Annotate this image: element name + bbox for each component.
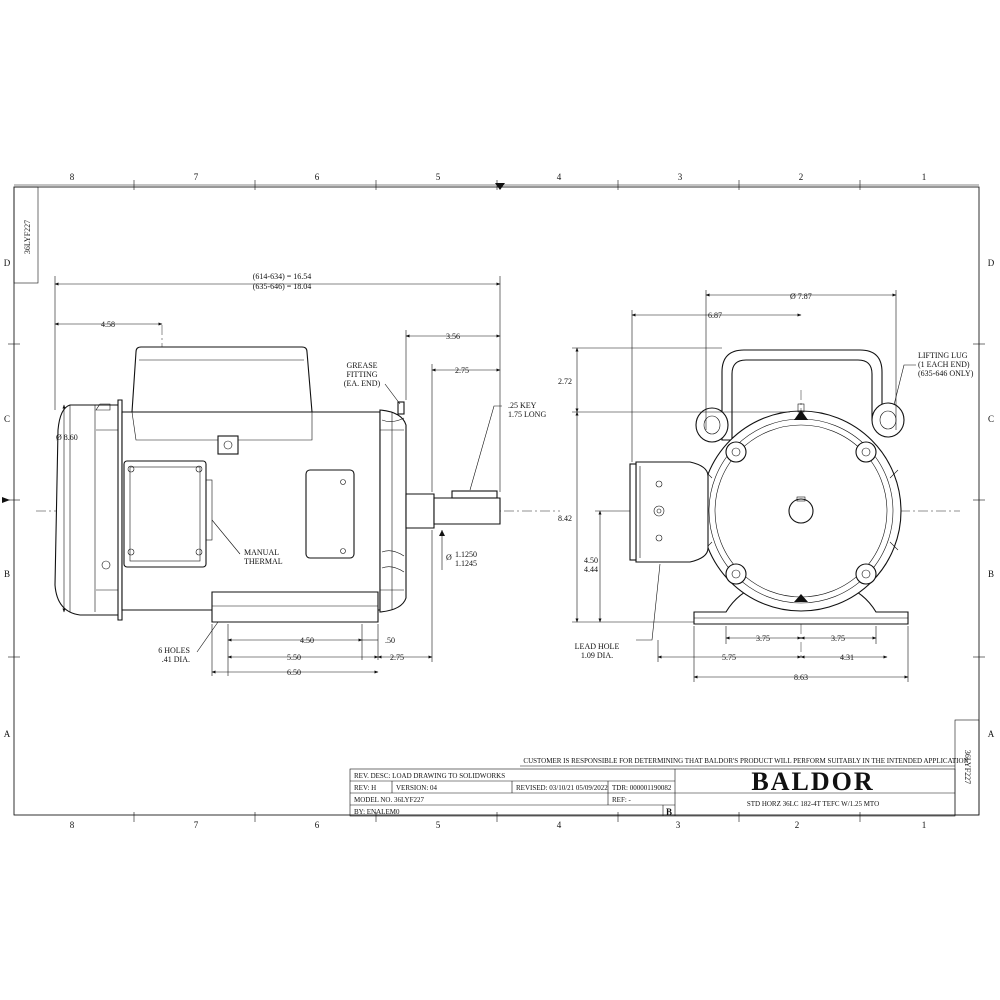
side-view-dimensions: (614-634) = 16.54 (635-646) = 18.04 4.58… bbox=[54, 272, 502, 677]
dim-2-75-top: 2.75 bbox=[455, 366, 469, 375]
label-manual-1: MANUAL bbox=[244, 548, 279, 557]
disclaimer: CUSTOMER IS RESPONSIBLE FOR DETERMINING … bbox=[523, 757, 968, 765]
label-lug-2: (1 EACH END) bbox=[918, 360, 970, 369]
col-label: 6 bbox=[315, 820, 320, 830]
label-key-1: .25 KEY bbox=[508, 401, 537, 410]
label-holes-2: .41 DIA. bbox=[162, 655, 190, 664]
label-manual-2: THERMAL bbox=[244, 557, 283, 566]
row-label: B bbox=[4, 569, 10, 579]
col-label: 4 bbox=[557, 820, 562, 830]
dim-6-50: 6.50 bbox=[287, 668, 301, 677]
col-label: 7 bbox=[194, 172, 199, 182]
ref: REF: - bbox=[612, 796, 632, 804]
dim-4-50: 4.50 bbox=[300, 636, 314, 645]
dim-2-72: 2.72 bbox=[558, 377, 572, 386]
dim-5-50: 5.50 bbox=[287, 653, 301, 662]
dim-0-50: .50 bbox=[385, 636, 395, 645]
row-labels: D C B A D C B A bbox=[4, 258, 995, 739]
label-grease-2: FITTING bbox=[346, 370, 377, 379]
row-label: D bbox=[988, 258, 995, 268]
dim-4-58: 4.58 bbox=[101, 320, 115, 329]
row-label: C bbox=[988, 414, 994, 424]
dim-shaft-1: 1.1250 bbox=[455, 550, 477, 559]
col-label: 5 bbox=[436, 820, 441, 830]
col-label: 3 bbox=[676, 820, 681, 830]
col-label: 1 bbox=[922, 820, 927, 830]
row-label: C bbox=[4, 414, 10, 424]
row-label: A bbox=[4, 729, 11, 739]
col-label: 2 bbox=[799, 172, 804, 182]
dim-overall-2: (635-646) = 18.04 bbox=[253, 282, 312, 291]
title-block: CUSTOMER IS RESPONSIBLE FOR DETERMINING … bbox=[349, 757, 969, 817]
tdr: TDR: 000001190082 bbox=[612, 784, 672, 792]
label-lead-2: 1.09 DIA. bbox=[581, 651, 613, 660]
side-label-bottom-right: 36LYF227 bbox=[954, 719, 980, 816]
column-labels-top: 8 7 6 5 4 3 2 1 bbox=[70, 172, 927, 182]
dim-shaft-symbol: Ø bbox=[446, 553, 452, 562]
dim-dia-7-87: Ø 7.87 bbox=[790, 292, 812, 301]
svg-text:36LYF227: 36LYF227 bbox=[23, 220, 32, 254]
sheet-border bbox=[2, 180, 985, 822]
sheet-size: B bbox=[666, 807, 672, 817]
label-key-2: 1.75 LONG bbox=[508, 410, 546, 419]
row-label: A bbox=[988, 729, 995, 739]
dim-4-31: 4.31 bbox=[840, 653, 854, 662]
motor-side-view bbox=[36, 325, 560, 623]
col-label: 5 bbox=[436, 172, 441, 182]
label-grease-3: (EA. END) bbox=[344, 379, 381, 388]
svg-text:36LYF227: 36LYF227 bbox=[963, 750, 972, 784]
dim-6-87: 6.87 bbox=[708, 311, 722, 320]
column-labels-bottom: 8 7 6 5 4 3 2 1 bbox=[70, 820, 927, 830]
drawing-description: STD HORZ 36LC 182-4T TEFC W/1.25 MTO bbox=[747, 800, 879, 808]
model-no: MODEL NO. 36LYF227 bbox=[354, 796, 425, 804]
col-label: 7 bbox=[194, 820, 199, 830]
rev-desc: REV. DESC: LOAD DRAWING TO SOLIDWORKS bbox=[354, 772, 505, 780]
dim-3-75-left: 3.75 bbox=[756, 634, 770, 643]
dim-4-44: 4.44 bbox=[584, 565, 598, 574]
end-view-labels: LIFTING LUG (1 EACH END) (635-646 ONLY) … bbox=[575, 351, 974, 660]
col-label: 4 bbox=[557, 172, 562, 182]
rev: REV: H bbox=[354, 784, 376, 792]
col-label: 6 bbox=[315, 172, 320, 182]
row-label: B bbox=[988, 569, 994, 579]
motor-end-view bbox=[629, 349, 960, 660]
side-label-top-left: 36LYF227 bbox=[13, 186, 39, 284]
row-label: D bbox=[4, 258, 11, 268]
end-view-dimensions: Ø 7.87 6.87 2.72 8.42 4.50 4.44 3.75 3.7… bbox=[558, 290, 916, 682]
dim-dia-8-60: Ø 8.60 bbox=[56, 433, 78, 442]
label-lug-3: (635-646 ONLY) bbox=[918, 369, 974, 378]
dim-8-42: 8.42 bbox=[558, 514, 572, 523]
baldor-logo: BALDOR bbox=[751, 767, 874, 796]
dim-2-75-bottom: 2.75 bbox=[390, 653, 404, 662]
dim-5-75: 5.75 bbox=[722, 653, 736, 662]
label-lug-1: LIFTING LUG bbox=[918, 351, 968, 360]
side-view-labels: GREASE FITTING (EA. END) .25 KEY 1.75 LO… bbox=[158, 361, 546, 664]
dim-shaft-2: 1.1245 bbox=[455, 559, 477, 568]
dim-3-56: 3.56 bbox=[446, 332, 460, 341]
dim-4-50-end: 4.50 bbox=[584, 556, 598, 565]
by: BY: ENALEM0 bbox=[354, 808, 400, 816]
col-label: 2 bbox=[795, 820, 800, 830]
dim-8-63: 8.63 bbox=[794, 673, 808, 682]
version: VERSION: 04 bbox=[396, 784, 438, 792]
dim-overall-1: (614-634) = 16.54 bbox=[253, 272, 312, 281]
revised: REVISED: 03/10/21 05/09/2022 bbox=[516, 784, 608, 792]
dim-3-75-right: 3.75 bbox=[831, 634, 845, 643]
col-label: 8 bbox=[70, 172, 75, 182]
col-label: 8 bbox=[70, 820, 75, 830]
label-grease-1: GREASE bbox=[346, 361, 377, 370]
col-label: 3 bbox=[678, 172, 683, 182]
col-label: 1 bbox=[922, 172, 927, 182]
label-lead-1: LEAD HOLE bbox=[575, 642, 620, 651]
label-holes-1: 6 HOLES bbox=[158, 646, 190, 655]
